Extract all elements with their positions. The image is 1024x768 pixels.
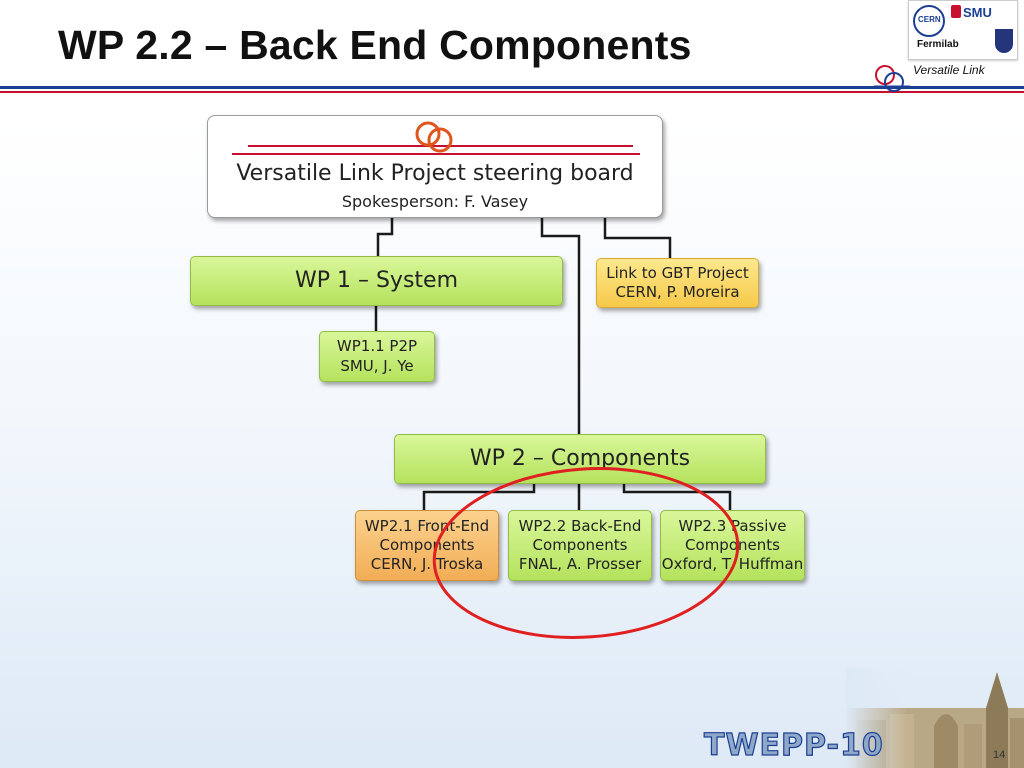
wp1-system-box: WP 1 – System (190, 256, 563, 306)
wp1-1-line2: SMU, J. Ye (340, 356, 414, 375)
twepp-brand: TWEPP-10 (703, 727, 884, 763)
wp2-1-line2: Components (379, 535, 475, 554)
wp2-1-line3: CERN, J. Troska (370, 555, 484, 574)
wp2-title: WP 2 – Components (469, 445, 691, 471)
wp2-3-line2: Components (685, 535, 780, 554)
title-rule-blue (0, 86, 1024, 89)
cern-logo-text: CERN (918, 15, 941, 24)
steering-board-box: Versatile Link Project steering board Sp… (207, 115, 663, 218)
wp1-1-line1: WP1.1 P2P (336, 337, 418, 356)
fermilab-logo: Fermilab (917, 39, 959, 50)
wp2-3-line1: WP2.3 Passive (678, 516, 787, 535)
smu-logo: SMU (963, 5, 992, 20)
cern-logo (913, 5, 945, 37)
steering-board-subtitle: Spokesperson: F. Vasey (341, 192, 529, 211)
gbt-link-line2: CERN, P. Moreira (615, 283, 740, 301)
oxford-crest-logo (995, 29, 1013, 53)
wp2-2-line1: WP2.2 Back-End (518, 516, 642, 535)
partner-logos: CERN SMU Fermilab (908, 0, 1018, 60)
wp2-components-box: WP 2 – Components (394, 434, 766, 484)
slide-title: WP 2.2 – Back End Components (58, 22, 692, 68)
wp2-2-box: WP2.2 Back-End Components FNAL, A. Pross… (508, 510, 652, 581)
wp1-1-box: WP1.1 P2P SMU, J. Ye (319, 331, 435, 382)
versatile-link-emblem-icon (232, 121, 640, 155)
versatile-link-logo-icon (874, 65, 910, 92)
smu-emblem-icon (951, 5, 961, 18)
wp2-1-line1: WP2.1 Front-End (364, 516, 490, 535)
wp2-3-box: WP2.3 Passive Components Oxford, T. Huff… (660, 510, 805, 581)
wp2-2-line2: Components (532, 535, 628, 554)
steering-board-title: Versatile Link Project steering board (236, 161, 634, 186)
title-rule-red (0, 91, 1024, 93)
gbt-link-line1: Link to GBT Project (606, 263, 749, 282)
wp2-3-line3: Oxford, T. Huffman (661, 555, 804, 574)
wp2-1-box: WP2.1 Front-End Components CERN, J. Tros… (355, 510, 499, 581)
page-number: 14 (993, 749, 1006, 761)
town-skyline-photo (846, 668, 1024, 768)
gbt-link-box: Link to GBT Project CERN, P. Moreira (596, 258, 759, 308)
versatile-link-label: Versatile Link (913, 63, 985, 77)
wp1-title: WP 1 – System (294, 267, 459, 293)
wp2-2-line3: FNAL, A. Prosser (518, 555, 642, 574)
